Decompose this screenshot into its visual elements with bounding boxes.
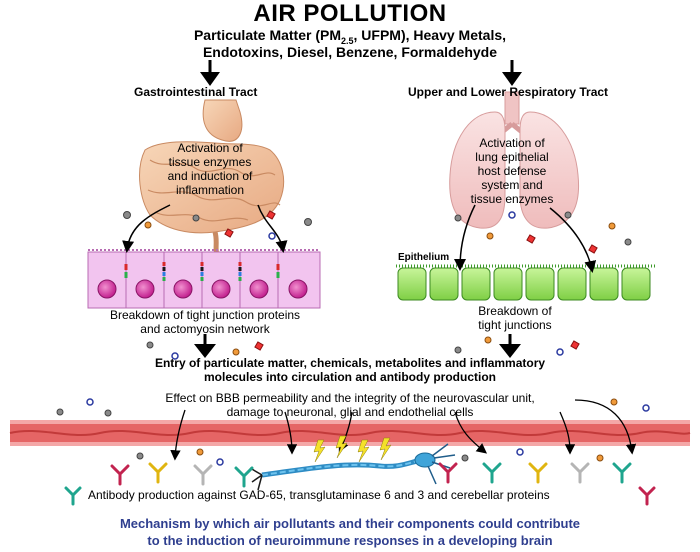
bbb-effect-line: Effect on BBB permeability and the integ…: [165, 391, 535, 405]
gi-arrow-right: [257, 204, 288, 253]
bbb-arrow-2: [284, 411, 298, 455]
gi-epithelium: [87, 249, 321, 309]
bbb-arrow-6: [574, 399, 637, 455]
particles: [56, 210, 650, 466]
entry-line: molecules into circulation and antibody …: [203, 370, 497, 384]
lung-epithelium: [396, 264, 656, 301]
lung-breakdown-text: Breakdown of tight junctions: [450, 304, 580, 332]
epithelium-label: Epithelium: [398, 252, 450, 263]
bbb-effect-text: Effect on BBB permeability and the integ…: [0, 391, 700, 419]
lung-activation-line: system and: [481, 178, 543, 192]
pollutants-line-1-b: , UFPM), Heavy Metals,: [353, 27, 507, 43]
page-title: AIR POLLUTION: [253, 0, 447, 27]
bbb-arrow-5: [559, 411, 576, 455]
pollutants-line-1: Particulate Matter (PM2.5, UFPM), Heavy …: [0, 27, 700, 46]
lung-activation-text: Activation of lung epithelial host defen…: [450, 136, 574, 206]
gi-activation-line: tissue enzymes: [168, 155, 252, 169]
bbb-arrow-4: [454, 411, 488, 454]
pollutants-line-2: Endotoxins, Diesel, Benzene, Formaldehyd…: [202, 44, 498, 60]
lung-activation-line: Activation of: [479, 136, 545, 150]
caption-line: Mechanism by which air pollutants and th…: [119, 516, 581, 531]
lung-breakdown-line: Breakdown of: [478, 304, 552, 318]
entry-text: Entry of particulate matter, chemicals, …: [0, 356, 700, 384]
gi-activation-text: Activation of tissue enzymes and inducti…: [150, 141, 270, 197]
antibody-icons: [64, 462, 656, 506]
gi-arrow-left: [122, 204, 171, 253]
gi-activation-line: Activation of: [177, 141, 243, 155]
bbb-effect-line: damage to neuronal, glial and endothelia…: [226, 405, 474, 419]
pollutants-subscript: 2.5: [341, 35, 354, 46]
gi-activation-line: inflammation: [175, 183, 245, 197]
lung-breakdown-line: tight junctions: [478, 318, 552, 332]
top-arrow-left: [200, 60, 220, 86]
lung-activation-line: lung epithelial: [475, 150, 549, 164]
gi-breakdown-text: Breakdown of tight junction proteins and…: [80, 308, 330, 336]
lung-activation-line: tissue enzymes: [470, 192, 554, 206]
neuron-illustration: [249, 435, 456, 491]
antibody-text: Antibody production against GAD-65, tran…: [88, 488, 550, 502]
caption-line: to the induction of neuroimmune response…: [147, 533, 553, 548]
pollutants-line-1-a: Particulate Matter (PM: [193, 27, 342, 43]
lungs-illustration: [449, 91, 580, 229]
lung-arrow-right: [549, 207, 597, 273]
gi-activation-line: and induction of: [167, 169, 253, 183]
gi-breakdown-line: and actomyosin network: [140, 322, 270, 336]
entry-line: Entry of particulate matter, chemicals, …: [154, 356, 546, 370]
mid-arrow-left: [194, 334, 216, 358]
top-arrow-right: [502, 60, 522, 86]
respiratory-tract-header: Upper and Lower Respiratory Tract: [408, 85, 609, 99]
gi-tract-header: Gastrointestinal Tract: [134, 85, 258, 99]
mid-arrow-right: [499, 334, 521, 358]
lung-activation-line: host defense: [477, 164, 547, 178]
lung-arrow-left: [454, 204, 476, 271]
figure-caption: Mechanism by which air pollutants and th…: [0, 515, 700, 549]
gi-breakdown-line: Breakdown of tight junction proteins: [109, 308, 301, 322]
bbb-arrow-1: [170, 409, 186, 461]
